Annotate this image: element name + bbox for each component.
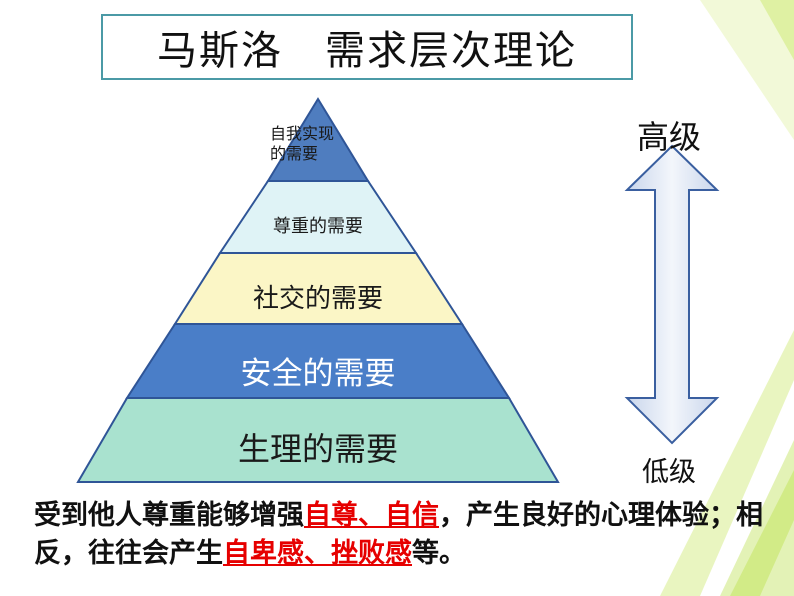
- caption-part1: 受到他人尊重能够增强: [34, 500, 304, 531]
- arrow-top-label: 高级: [637, 118, 702, 156]
- level-label-physiological: 生理的需要: [237, 430, 398, 468]
- level-label-safety: 安全的需要: [240, 356, 396, 392]
- title-box: 马斯洛 需求层次理论: [101, 14, 633, 80]
- double-arrow-icon: [624, 144, 720, 445]
- caption-part2: ，产生良好的心理体验；相反，往往会产生: [34, 500, 763, 569]
- level-label-self-actualization: 自我实现 的需要: [270, 124, 334, 164]
- arrow-bottom-label: 低级: [642, 457, 696, 488]
- pyramid-level-5: [76, 397, 560, 483]
- level-label-social: 社交的需要: [252, 284, 383, 314]
- stripe-3: [700, 0, 794, 140]
- page-title: 马斯洛 需求层次理论: [157, 28, 577, 74]
- caption-highlight2: 自卑感、挫败感: [223, 538, 412, 569]
- level-label-line2: 的需要: [270, 144, 319, 163]
- stripe-4: [760, 0, 794, 60]
- stripe-1: [660, 330, 794, 596]
- level-label-line1: 自我实现: [270, 124, 335, 143]
- level-label-esteem: 尊重的需要: [273, 216, 363, 237]
- caption-part3: 等。: [412, 538, 466, 569]
- caption-text: 受到他人尊重能够增强自尊、自信，产生良好的心理体验；相反，往往会产生自卑感、挫败…: [34, 497, 774, 573]
- caption-highlight1: 自尊、自信: [304, 500, 439, 531]
- stripe-5: [720, 440, 794, 596]
